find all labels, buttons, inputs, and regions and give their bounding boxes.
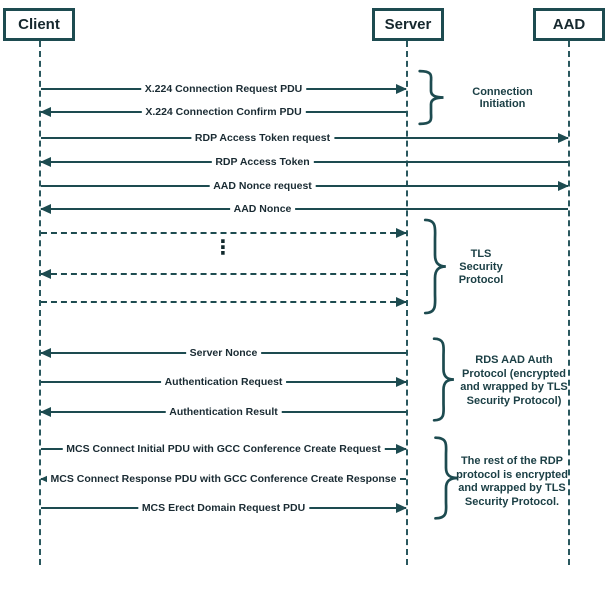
- brace-rest-of-rdp: [432, 436, 460, 520]
- message-tls-exchange-1: [41, 228, 407, 238]
- arrowhead-right-icon: [396, 84, 407, 94]
- group-label-line: Initiation: [479, 98, 526, 110]
- lifeline-server: [406, 41, 408, 565]
- group-label-line: and wrapped by TLS: [458, 482, 566, 494]
- group-label-tls-security-protocol: TLS Security Protocol: [447, 248, 515, 287]
- group-label-line: Protocol: [458, 274, 504, 286]
- message-rdp-access-token: RDP Access Token: [40, 156, 568, 168]
- message-label: Server Nonce: [185, 347, 262, 359]
- actor-label: Client: [18, 16, 60, 33]
- message-label: RDP Access Token: [211, 156, 314, 168]
- arrowhead-left-icon: [40, 407, 51, 417]
- arrowhead-left-icon: [40, 157, 51, 167]
- arrowhead-left-icon: [40, 107, 51, 117]
- group-label-rds-aad-auth: RDS AAD Auth Protocol (encrypted and wra…: [454, 354, 574, 408]
- message-authentication-request: Authentication Request: [41, 376, 407, 388]
- message-mcs-connect-response: MCS Connect Response PDU with GCC Confer…: [40, 473, 406, 485]
- message-mcs-connect-initial: MCS Connect Initial PDU with GCC Confere…: [41, 443, 407, 455]
- message-aad-nonce: AAD Nonce: [40, 203, 568, 215]
- message-label: AAD Nonce request: [209, 180, 316, 192]
- arrowhead-right-icon: [396, 297, 407, 307]
- group-label-line: Protocol (encrypted: [462, 367, 566, 380]
- message-label: Authentication Request: [160, 376, 287, 388]
- group-label-line: Connection: [472, 86, 533, 98]
- actor-box-aad: AAD: [533, 8, 605, 41]
- arrowhead-left-icon: [40, 204, 51, 214]
- arrowhead-left-icon: [40, 348, 51, 358]
- message-label: RDP Access Token request: [190, 132, 335, 144]
- actor-label: AAD: [552, 16, 586, 33]
- arrowhead-right-icon: [558, 181, 569, 191]
- arrowhead-right-icon: [396, 503, 407, 513]
- group-label-line: Security Protocol.: [464, 495, 560, 508]
- lifeline-client: [39, 41, 41, 565]
- message-label: MCS Erect Domain Request PDU: [137, 502, 310, 514]
- group-label-line: The rest of the RDP: [460, 455, 564, 467]
- arrowhead-left-icon: [40, 474, 51, 484]
- group-label-line: and wrapped by TLS: [460, 381, 568, 393]
- group-label-connection-initiation: Connection Initiation: [455, 86, 550, 110]
- brace-rds-aad-auth: [431, 337, 456, 422]
- group-label-line: Security: [459, 261, 503, 273]
- group-label-line: RDS AAD Auth: [475, 354, 553, 366]
- message-label: X.224 Connection Confirm PDU: [141, 106, 306, 118]
- lifeline-aad: [568, 41, 570, 565]
- group-label-line: Security Protocol): [466, 394, 562, 407]
- actor-box-client: Client: [3, 8, 75, 41]
- message-x224-connection-request: X.224 Connection Request PDU: [41, 83, 407, 95]
- message-authentication-result: Authentication Result: [40, 406, 406, 418]
- arrowhead-right-icon: [558, 133, 569, 143]
- message-rdp-access-token-request: RDP Access Token request: [41, 132, 569, 144]
- message-server-nonce: Server Nonce: [40, 347, 406, 359]
- actor-label: Server: [384, 16, 432, 33]
- message-x224-connection-confirm: X.224 Connection Confirm PDU: [40, 106, 406, 118]
- arrowhead-right-icon: [396, 228, 407, 238]
- group-label-line: TLS: [470, 248, 492, 260]
- message-label: AAD Nonce: [229, 203, 296, 215]
- group-label-rest-of-rdp: The rest of the RDP protocol is encrypte…: [452, 455, 572, 509]
- vertical-ellipsis-icon: ⋮: [213, 237, 233, 259]
- arrowhead-left-icon: [40, 269, 51, 279]
- brace-tls-security-protocol: [422, 218, 448, 315]
- message-label: MCS Connect Response PDU with GCC Confer…: [46, 473, 401, 485]
- actor-box-server: Server: [372, 8, 444, 41]
- message-mcs-erect-domain: MCS Erect Domain Request PDU: [41, 502, 407, 514]
- message-tls-exchange-3: [41, 297, 407, 307]
- arrowhead-right-icon: [396, 377, 407, 387]
- message-label: X.224 Connection Request PDU: [140, 83, 307, 95]
- brace-connection-initiation: [416, 70, 446, 125]
- message-aad-nonce-request: AAD Nonce request: [41, 180, 569, 192]
- message-label: Authentication Result: [165, 406, 282, 418]
- message-label: MCS Connect Initial PDU with GCC Confere…: [62, 443, 385, 455]
- group-label-line: protocol is encrypted: [456, 468, 568, 481]
- arrowhead-right-icon: [396, 444, 407, 454]
- message-tls-exchange-2: [40, 269, 406, 279]
